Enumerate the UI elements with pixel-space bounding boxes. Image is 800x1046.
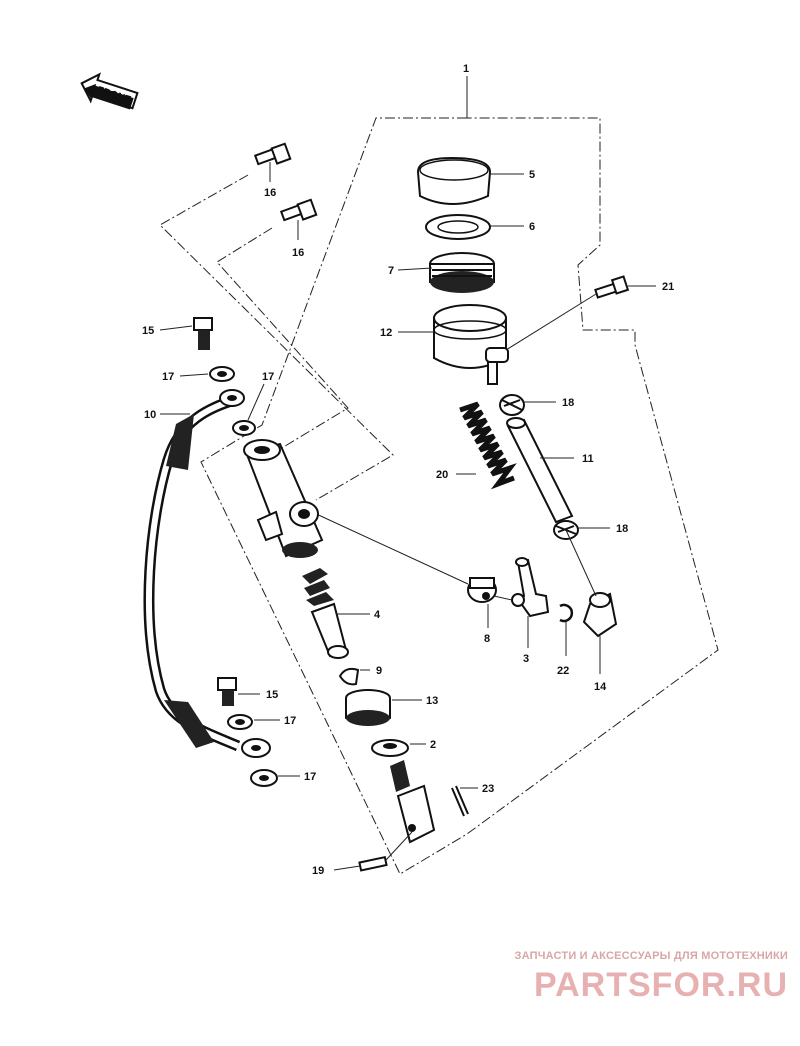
callout-5: 5 [529,169,535,181]
leader-8-union [493,595,513,601]
leader-19-clevis [385,831,413,861]
washer-17-lower [227,714,253,730]
banjo-bolt-16a [253,142,292,166]
front-arrow-badge: FRONT [80,72,139,110]
callout-17-upper: 17 [162,371,174,383]
locknut [371,739,409,757]
banjo-bolt-16b [279,198,318,222]
leader-12-bolt [505,293,597,351]
callout-20: 20 [436,469,448,481]
callout-22: 22 [557,665,569,677]
callout-17-right: 17 [262,371,274,383]
diaphragm-plate [425,214,491,240]
clevis-pin [358,855,388,872]
callout-6: 6 [529,221,535,233]
callout-17-lower: 17 [284,715,296,727]
assembly-outline [200,117,719,875]
callout-15-upper: 15 [142,325,154,337]
master-cylinder-body [243,439,324,558]
leader-7 [397,267,433,271]
circlip [559,603,574,623]
reservoir-cap [416,156,492,205]
callout-8: 8 [484,633,490,645]
callout-21: 21 [662,281,674,293]
callout-19: 19 [312,865,324,877]
washer-17-upper [209,366,235,382]
brake-hose [143,389,271,758]
callout-16-upper: 16 [264,187,276,199]
reservoir-hose [506,417,574,524]
callout-16-lower: 16 [292,247,304,259]
callout-3: 3 [523,653,529,665]
leader-16b [216,227,349,461]
spring [459,401,517,490]
callout-1: 1 [463,63,469,75]
callout-13: 13 [426,695,438,707]
bushing [467,577,497,603]
washer-17-bottom [250,769,278,787]
reservoir-tank [433,304,509,385]
union-elbow [511,557,550,618]
callout-15-lower: 15 [266,689,278,701]
hose-clamp-upper [499,394,525,416]
callout-10: 10 [144,409,156,421]
leader-17-right [247,383,265,421]
callout-4: 4 [374,609,381,621]
leader-hose-fitting [565,529,597,597]
diaphragm [429,252,495,293]
callout-11: 11 [582,453,594,465]
callout-17-bottom: 17 [304,771,316,783]
watermark-tagline: ЗАПЧАСТИ И АКСЕССУАРЫ ДЛЯ МОТОТЕХНИКИ [514,950,788,962]
bolt-21 [594,275,630,299]
callout-18-upper: 18 [562,397,574,409]
push-rod-clevis [390,760,436,844]
snap-ring [338,667,360,686]
callout-2: 2 [430,739,436,751]
callout-7: 7 [388,265,394,277]
piston-assembly [302,568,349,659]
watermark-logo: PARTSFOR.RU [533,966,788,1004]
washer-17-right [232,420,256,436]
callout-12: 12 [380,327,392,339]
leader-15-upper [159,325,193,331]
callout-14: 14 [594,681,607,693]
hose-fitting [582,592,618,638]
callout-18-lower: 18 [616,523,628,535]
leader-17-upper [179,373,209,377]
dust-boot [345,689,391,726]
leader-19 [333,865,361,871]
leader-8-body [311,511,469,585]
leader-16a [159,174,394,501]
banjo-bolt-15-upper [193,317,213,350]
callout-23: 23 [482,783,494,795]
cotter-pin [451,785,469,817]
callout-9: 9 [376,665,382,677]
banjo-bolt-15-lower [217,677,237,706]
